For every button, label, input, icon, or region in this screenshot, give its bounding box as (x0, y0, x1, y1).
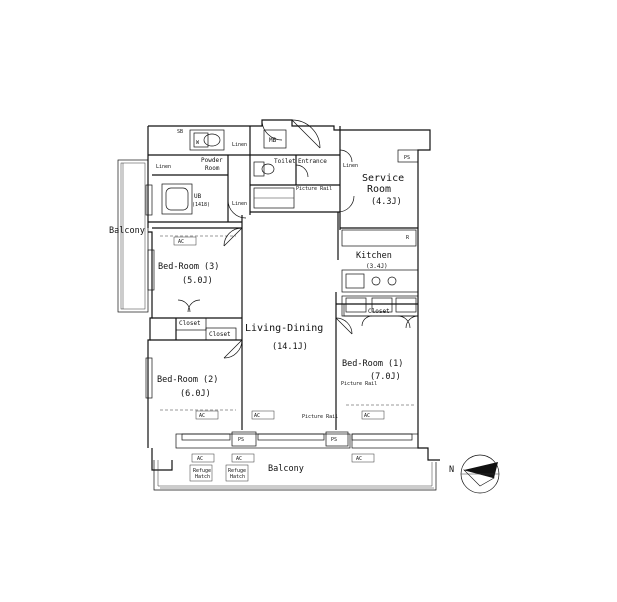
balcony-bottom-label: Balcony (268, 464, 304, 474)
closet-bed2-label: Closet (209, 331, 231, 338)
mb-label: MB (269, 137, 277, 144)
ac-outdoor-3: AC (356, 456, 362, 462)
ps-top-label: PS (404, 155, 410, 161)
ub-size: (1418) (192, 202, 210, 208)
linen-4-label: Linen (343, 163, 358, 169)
kitchen-label: Kitchen (356, 251, 392, 261)
ac-outdoor-2: AC (236, 456, 242, 462)
north-arrow-icon (460, 454, 500, 494)
sb-label: SB (177, 129, 183, 135)
picture-rail-living: Picture Rail (302, 414, 338, 420)
powder-room-label-1: Powder (201, 157, 223, 164)
kitchen-size: (3.4J) (366, 263, 388, 270)
ub-label: UB (194, 193, 202, 200)
linen-1-label: Linen (156, 164, 171, 170)
bed-room-1-size: (7.0J) (370, 372, 401, 382)
w-label: W (196, 140, 200, 146)
bed-room-3-size: (5.0J) (182, 276, 213, 286)
ac-living-label: AC (254, 413, 260, 419)
bed-room-2-size: (6.0J) (180, 389, 211, 399)
ac-outdoor-1: AC (197, 456, 203, 462)
refuge-hatch-1-line1: Refuge (193, 468, 211, 474)
ps-right-label: PS (331, 437, 337, 443)
refuge-hatch-1-line2: Hatch (195, 474, 210, 480)
refrigerator-label: R (406, 235, 410, 241)
service-room-label-2: Room (367, 184, 391, 195)
bottom-balcony (153, 460, 437, 491)
ac-bed2-label: AC (199, 413, 205, 419)
north-label: N (449, 465, 454, 475)
service-room-label-1: Service (362, 173, 404, 184)
bed-room-3-label: Bed-Room (3) (158, 262, 219, 272)
picture-rail-bed1: Picture Rail (341, 381, 377, 387)
service-room-size: (4.3J) (371, 197, 402, 207)
interior-walls (148, 126, 419, 447)
ac-bed3-label: AC (178, 239, 184, 245)
balcony-left-label: Balcony (109, 226, 145, 236)
linen-3-label: Linen (232, 142, 247, 148)
bed-room-2-label: Bed-Room (2) (157, 375, 218, 385)
doors (177, 119, 419, 359)
refuge-hatch-2-line1: Refuge (228, 468, 246, 474)
closet-bed3-label: Closet (179, 320, 201, 327)
ac-bed1-label: AC (364, 413, 370, 419)
fixtures (160, 129, 417, 411)
closet-bed1-label: Closet (368, 308, 390, 315)
linen-2-label: Linen (232, 201, 247, 207)
living-dining-size: (14.1J) (272, 342, 308, 352)
bed-room-1-label: Bed-Room (1) (342, 359, 403, 369)
picture-rail-entrance: Picture Rail (296, 186, 332, 192)
entrance-label: Entrance (298, 158, 327, 165)
ac-units (173, 236, 385, 482)
windows (145, 184, 413, 441)
refuge-hatch-2-line2: Hatch (230, 474, 245, 480)
living-dining-label: Living-Dining (245, 323, 323, 334)
left-balcony (117, 159, 149, 313)
toilet-label: Toilet (274, 158, 296, 165)
ps-left-label: PS (238, 437, 244, 443)
powder-room-label-2: Room (205, 165, 220, 172)
